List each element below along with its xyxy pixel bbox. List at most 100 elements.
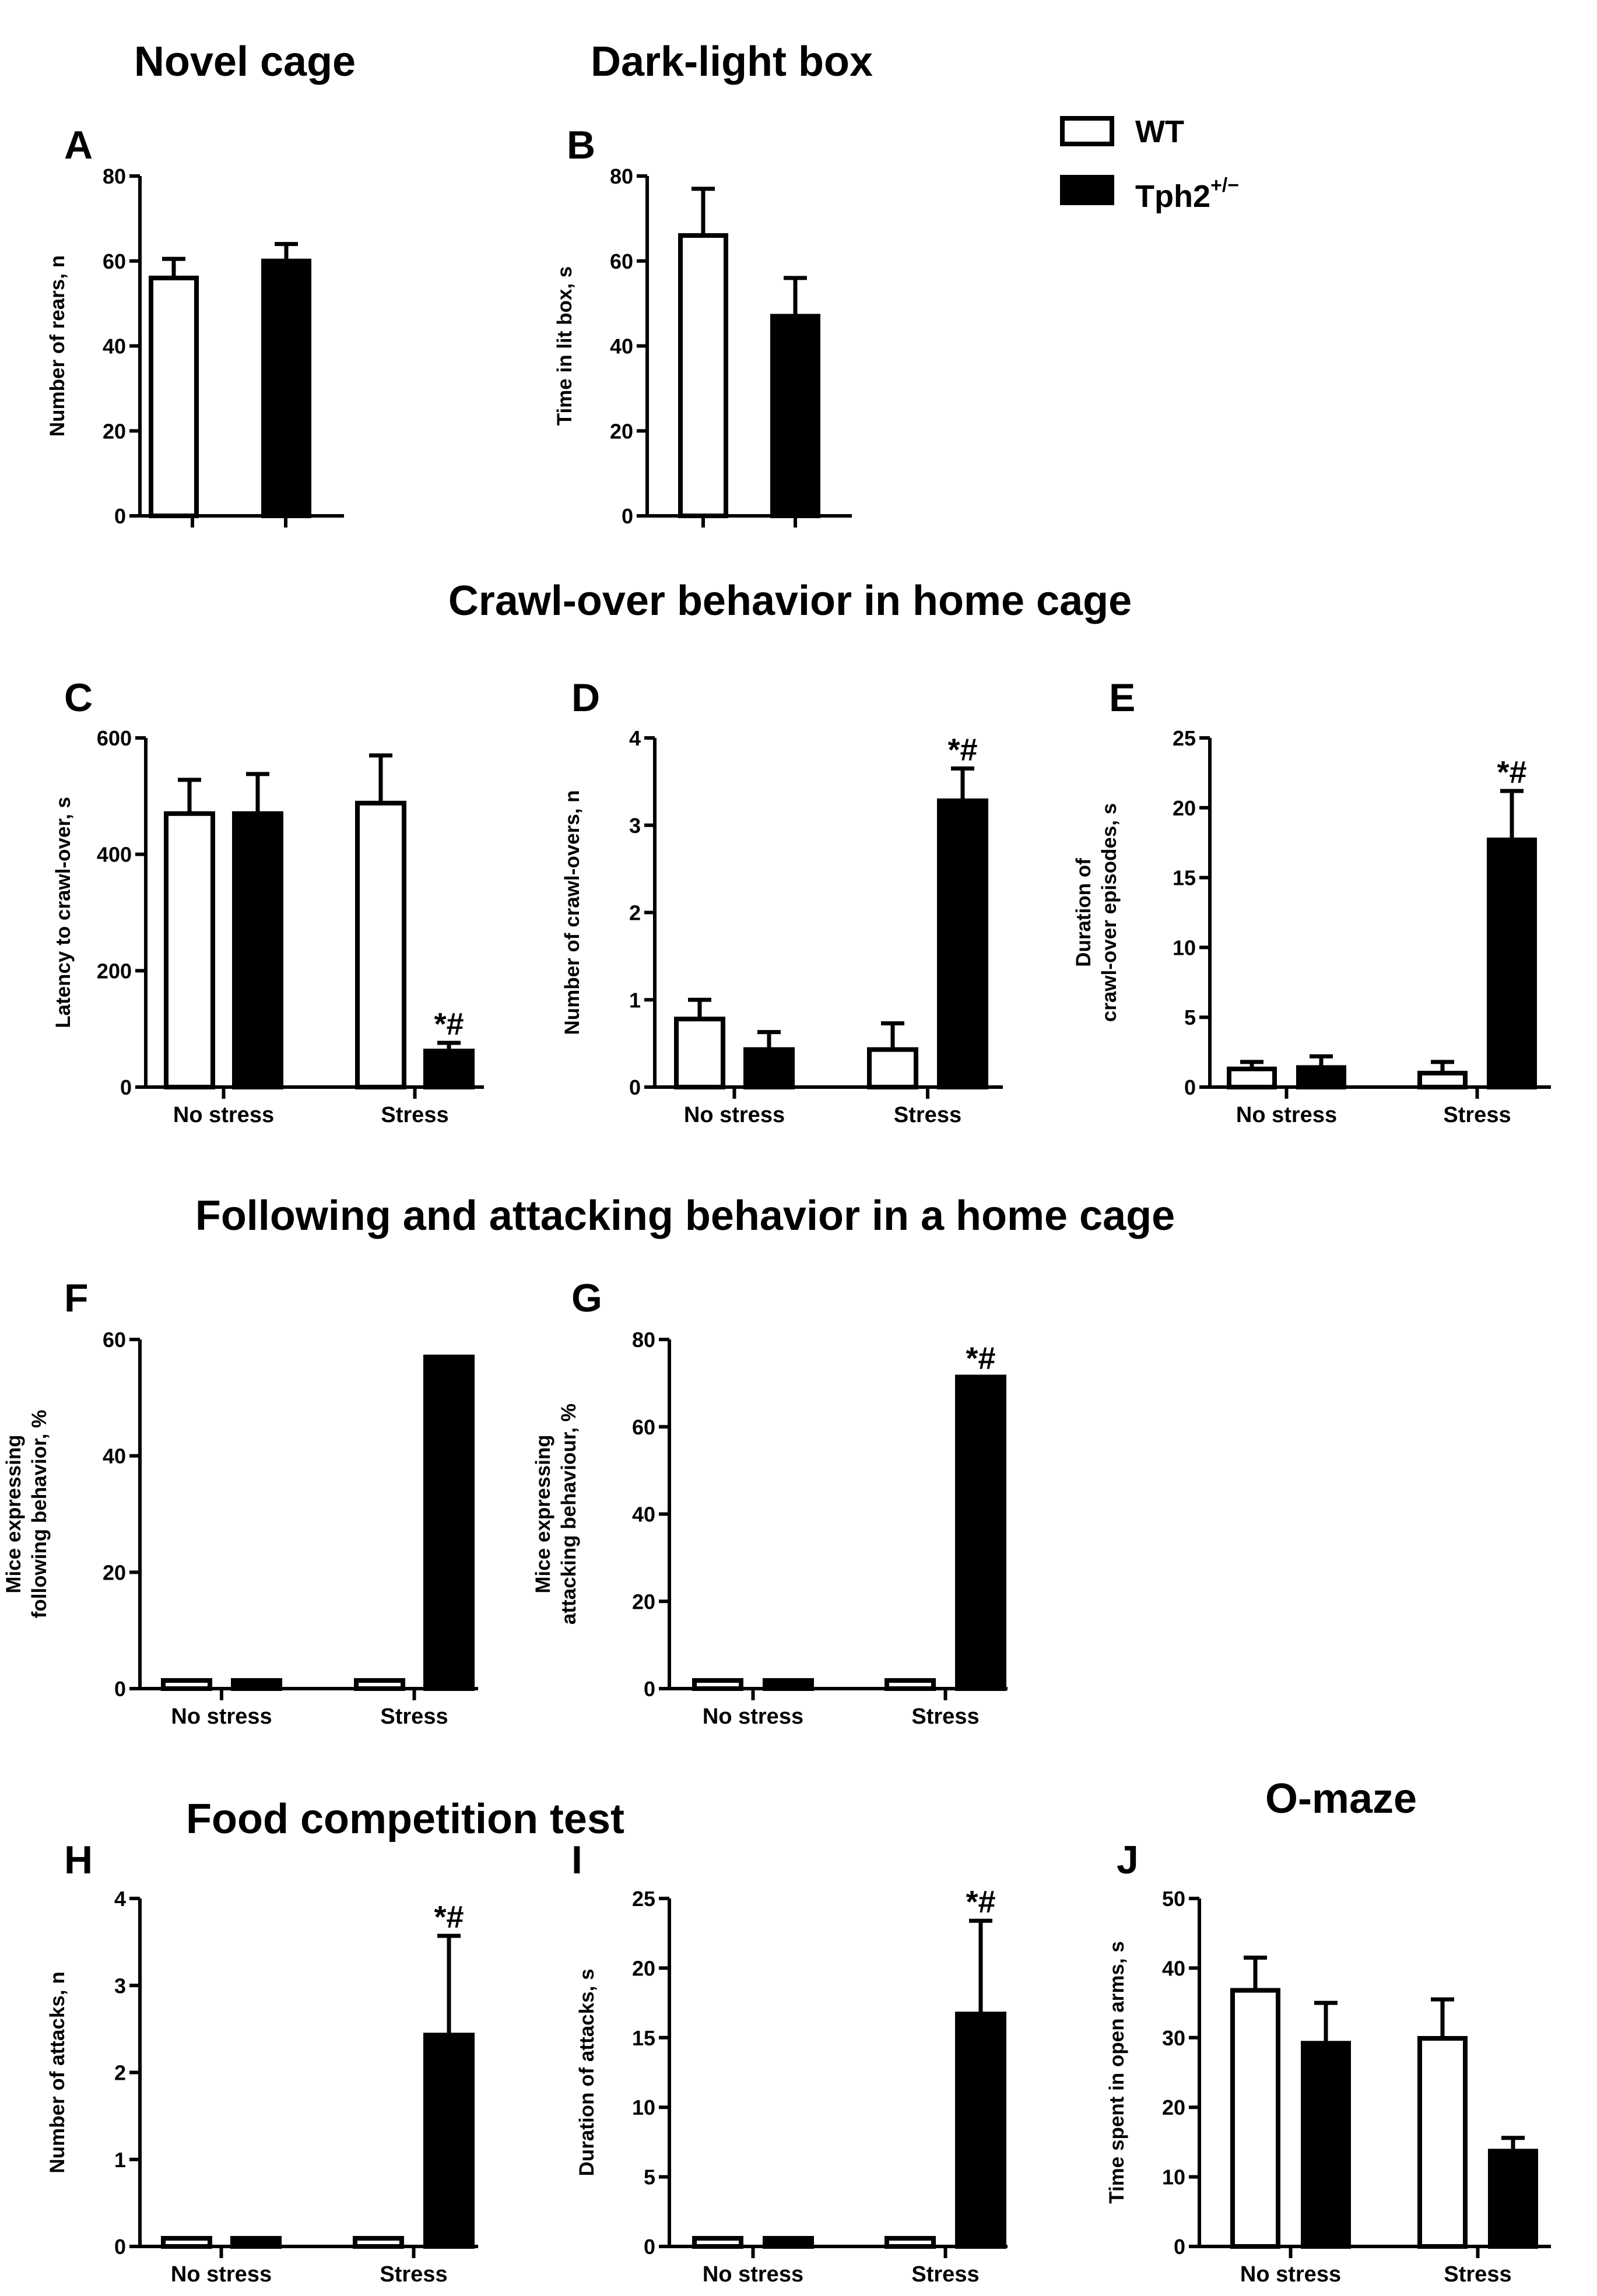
section-title-food-competition: Food competition test	[186, 1796, 624, 1843]
y-tick-label: 0	[114, 504, 126, 528]
section-title-following-attacking: Following and attacking behavior in a ho…	[195, 1193, 1175, 1239]
y-tick-label: 0	[114, 1677, 126, 1701]
bar-wt	[1230, 1988, 1280, 2249]
y-tick-label: 0	[1174, 2235, 1185, 2259]
significance-label: *#	[966, 1341, 995, 1376]
legend-label-wt: WT	[1135, 114, 1184, 149]
y-tick-label: 30	[1162, 2026, 1185, 2050]
y-axis-label: crawl-over episodes, s	[1098, 803, 1121, 1022]
bar-tph2	[1487, 837, 1537, 1089]
y-tick-label: 0	[114, 2235, 126, 2259]
y-tick-label: 2	[114, 2061, 126, 2085]
y-tick-label: 200	[97, 959, 132, 983]
bar-wt	[164, 811, 215, 1089]
bar-wt	[867, 1047, 918, 1090]
legend-swatch-tph2	[1060, 175, 1114, 205]
y-tick-label: 4	[629, 726, 641, 750]
significance-label: *#	[1497, 755, 1526, 790]
bar-wt	[355, 800, 406, 1090]
y-tick-label: 0	[644, 1677, 655, 1701]
bar-wt	[149, 275, 199, 518]
y-tick-label: 20	[1173, 796, 1196, 820]
bar-tph2	[955, 1374, 1006, 1692]
y-tick-label: 0	[622, 504, 633, 528]
x-category-label: No stress	[684, 1103, 785, 1127]
legend-swatch-wt	[1060, 116, 1114, 146]
panel-letter: D	[571, 676, 600, 720]
panel-letter: C	[64, 676, 93, 720]
y-tick-label: 3	[629, 814, 641, 838]
significance-label: *#	[434, 1900, 464, 1935]
y-tick-label: 25	[1173, 726, 1196, 750]
section-title-o-maze: O-maze	[1265, 1775, 1417, 1822]
x-category-label: No stress	[171, 2262, 272, 2287]
y-tick-label: 0	[644, 2235, 655, 2259]
x-category-label: Stress	[911, 1704, 979, 1729]
y-tick-label: 5	[644, 2165, 655, 2189]
y-axis-label: Duration of attacks, s	[575, 1969, 598, 2177]
x-category-label: No stress	[703, 1704, 803, 1729]
y-tick-label: 60	[103, 249, 126, 273]
y-tick-label: 80	[632, 1328, 655, 1352]
x-category-label: No stress	[703, 2262, 803, 2287]
y-tick-label: 20	[632, 1956, 655, 1980]
bar-tph2	[770, 314, 820, 518]
x-category-label: No stress	[1236, 1103, 1337, 1127]
y-tick-label: 60	[632, 1415, 655, 1439]
significance-label: *#	[966, 1884, 995, 1919]
panel-letter: B	[567, 123, 595, 167]
y-tick-label: 80	[103, 164, 126, 188]
y-tick-label: 20	[103, 1560, 126, 1584]
x-category-label: Stress	[911, 2262, 979, 2287]
y-tick-label: 60	[103, 1328, 126, 1352]
y-axis-label: attacking behaviour, %	[557, 1404, 580, 1625]
y-axis-label: Number of crawl-overs, n	[561, 790, 584, 1035]
bar-wt	[678, 233, 728, 518]
y-tick-label: 50	[1162, 1887, 1185, 1911]
y-tick-label: 80	[610, 164, 633, 188]
bar-wt	[1417, 2035, 1468, 2249]
section-title-novel-cage: Novel cage	[134, 38, 356, 85]
y-axis-label: Time in lit box, s	[553, 266, 576, 426]
bar-tph2	[955, 2012, 1006, 2249]
legend-label-superscript: +/−	[1210, 174, 1239, 196]
bar-tph2	[423, 1049, 475, 1090]
y-tick-label: 0	[629, 1075, 641, 1099]
y-axis-label: Number of rears, n	[46, 255, 69, 437]
y-tick-label: 10	[1173, 936, 1196, 959]
y-tick-label: 40	[103, 335, 126, 358]
y-tick-label: 20	[610, 419, 633, 443]
panel-letter: H	[64, 1838, 93, 1882]
bar-tph2	[423, 1354, 475, 1691]
y-tick-label: 10	[1162, 2165, 1185, 2189]
y-tick-label: 40	[103, 1444, 126, 1468]
y-tick-label: 3	[114, 1974, 126, 1998]
y-tick-label: 0	[120, 1075, 132, 1099]
y-axis-label: Mice expressing	[2, 1434, 25, 1593]
significance-label: *#	[434, 1007, 464, 1042]
section-title-dark-light-box: Dark-light box	[591, 38, 873, 85]
y-tick-label: 4	[114, 1887, 126, 1911]
y-tick-label: 40	[610, 335, 633, 358]
y-axis-label: following behavior, %	[28, 1410, 51, 1619]
y-tick-label: 15	[1173, 866, 1196, 890]
y-tick-label: 1	[114, 2148, 126, 2172]
bar-tph2	[1296, 1065, 1346, 1090]
y-tick-label: 60	[610, 249, 633, 273]
bar-tph2	[743, 1047, 795, 1090]
y-tick-label: 1	[629, 988, 641, 1012]
y-tick-label: 20	[1162, 2095, 1185, 2119]
x-category-label: No stress	[171, 1704, 272, 1729]
x-category-label: No stress	[173, 1103, 274, 1127]
y-tick-label: 600	[97, 726, 132, 750]
y-tick-label: 15	[632, 2026, 655, 2050]
x-category-label: Stress	[1443, 1103, 1511, 1127]
y-axis-label: Duration of	[1072, 858, 1095, 967]
significance-label: *#	[947, 732, 977, 767]
